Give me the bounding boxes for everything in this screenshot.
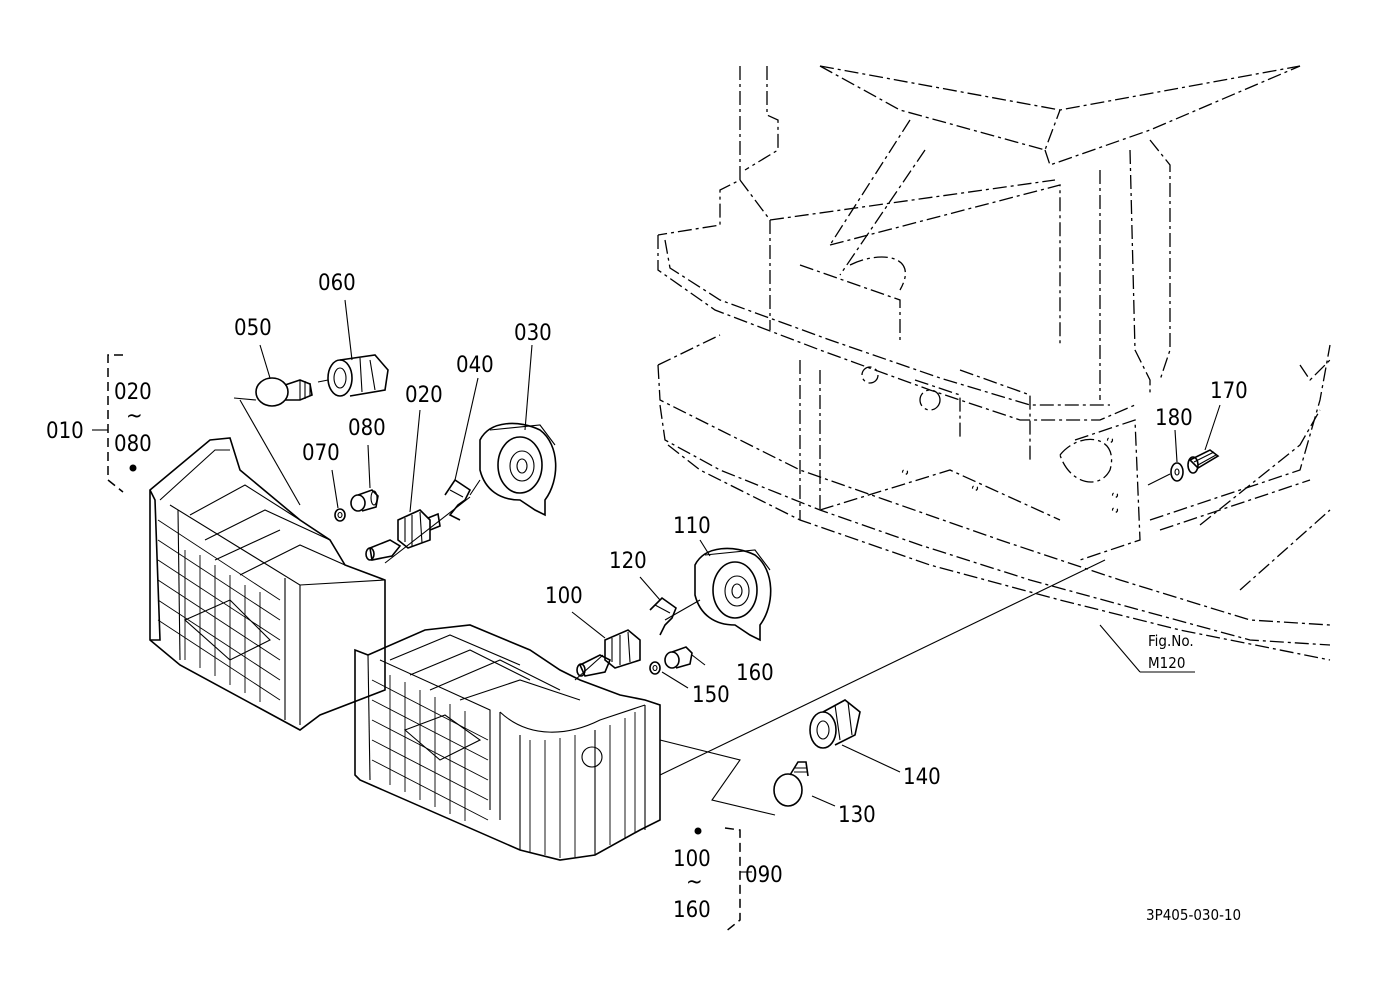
label-120: 120	[609, 549, 647, 574]
label-020-part: 020	[405, 383, 443, 408]
left-group-bracket	[92, 354, 137, 493]
group-left-range-sep: ~	[126, 404, 143, 429]
headlight-bulb-020	[365, 509, 441, 561]
label-090: 090	[745, 863, 783, 888]
washer-180	[1170, 462, 1184, 482]
figure-reference: Fig.No. M120	[1099, 624, 1195, 673]
bulb-050	[255, 377, 313, 407]
socket-140	[809, 699, 861, 749]
reflector-110	[694, 547, 772, 642]
label-050: 050	[234, 316, 272, 341]
label-030: 030	[514, 321, 552, 346]
label-010: 010	[46, 419, 84, 444]
right-lamp-assembly	[354, 624, 661, 861]
reflector-030	[469, 422, 557, 517]
left-lamp-assembly	[149, 437, 386, 731]
group-right-range-sep: ~	[686, 870, 703, 895]
label-130: 130	[838, 803, 876, 828]
group-left-range-end: 080	[114, 432, 152, 457]
label-100-part: 100	[545, 584, 583, 609]
screw-170	[1187, 449, 1220, 474]
bulb-160	[664, 646, 693, 669]
figure-ref-line1: Fig.No.	[1148, 632, 1194, 650]
tractor-body-outline	[657, 65, 1331, 661]
label-170: 170	[1210, 379, 1248, 404]
bulb-070	[334, 508, 346, 522]
figure-ref-line2: M120	[1148, 654, 1185, 672]
label-060: 060	[318, 271, 356, 296]
label-160-part: 160	[736, 661, 774, 686]
label-180: 180	[1155, 406, 1193, 431]
headlight-bulb-100	[576, 629, 641, 677]
bulb-150	[649, 661, 661, 675]
group-right-range-end: 160	[673, 898, 711, 923]
group-right-range-start: 100	[673, 847, 711, 872]
label-110: 110	[673, 514, 711, 539]
label-080-part: 080	[348, 416, 386, 441]
right-group-bracket	[694, 827, 752, 933]
bulb-080	[350, 489, 379, 512]
label-070: 070	[302, 441, 340, 466]
label-140: 140	[903, 765, 941, 790]
socket-060	[327, 354, 389, 397]
label-150: 150	[692, 683, 730, 708]
bulb-130	[773, 761, 809, 807]
group-left-range-start: 020	[114, 380, 152, 405]
drawing-code: 3P405-030-10	[1146, 906, 1241, 924]
label-040: 040	[456, 353, 494, 378]
